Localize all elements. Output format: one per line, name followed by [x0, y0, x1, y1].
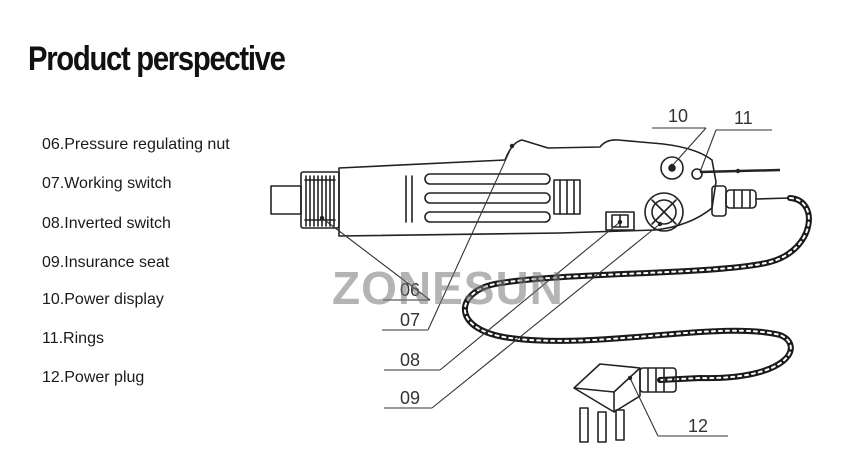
- callout-06: 06: [400, 280, 420, 300]
- legend-item-11: 11.Rings: [42, 330, 104, 347]
- legend-item-09: 09.Insurance seat: [42, 254, 170, 271]
- legend-item-10: 10.Power display: [42, 291, 164, 308]
- callout-07: 07: [400, 310, 420, 330]
- callout-10: 10: [668, 106, 688, 126]
- power-display: [660, 156, 684, 180]
- ring: [691, 168, 703, 180]
- watermark-logo: ZONESUN: [332, 262, 564, 314]
- callout-11: 11: [734, 108, 753, 128]
- legend-item-06: 06.Pressure regulating nut: [42, 136, 230, 153]
- legend-item-07: 07.Working switch: [42, 175, 172, 192]
- legend-item-12: 12.Power plug: [42, 369, 145, 386]
- inverted-switch: [605, 211, 635, 231]
- page-title: Product perspective: [28, 40, 286, 78]
- callout-09: 09: [400, 388, 420, 408]
- callout-08: 08: [400, 350, 420, 370]
- bit-holder: [270, 185, 302, 215]
- insurance-seat: [644, 192, 684, 232]
- tool-body: [338, 139, 717, 237]
- callout-12: 12: [688, 416, 708, 436]
- power-plug: [573, 363, 677, 443]
- legend-item-08: 08.Inverted switch: [42, 215, 171, 232]
